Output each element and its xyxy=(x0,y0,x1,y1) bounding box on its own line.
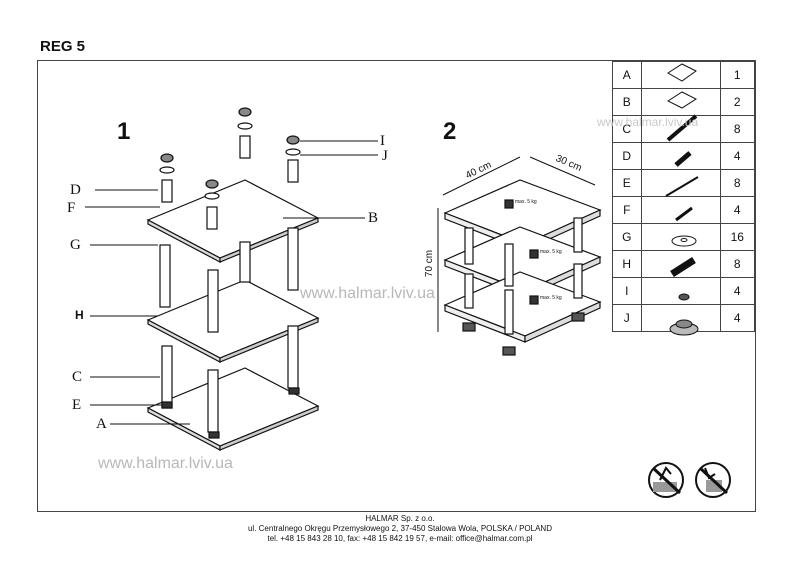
watermark-bottom: www.halmar.lviv.ua xyxy=(98,455,233,472)
callout-e: E xyxy=(72,397,82,413)
product-title: REG 5 xyxy=(40,38,86,55)
short-tube-icon xyxy=(674,151,692,167)
callout-b: B xyxy=(368,210,379,226)
tube-c-3 xyxy=(287,227,299,291)
part-quantity: 4 xyxy=(719,304,755,332)
step-1-number: 1 xyxy=(117,118,131,145)
part-quantity: 8 xyxy=(719,250,755,278)
no-tipping-icon xyxy=(695,462,731,498)
tube-d-4 xyxy=(287,159,299,183)
callout-i: I xyxy=(380,133,385,149)
part-letter: J xyxy=(612,304,642,332)
callout-d: D xyxy=(70,182,81,198)
no-climbing-icon xyxy=(648,462,684,498)
glass-shelf-icon xyxy=(640,88,721,116)
washer-icon xyxy=(671,235,697,247)
callout-f: F xyxy=(67,200,76,216)
callout-c: C xyxy=(72,369,83,385)
part-quantity: 4 xyxy=(719,196,755,224)
assembled-shelf-drawing xyxy=(443,179,602,356)
glass-shelf-small-icon xyxy=(667,63,697,82)
tube-c-2 xyxy=(207,269,219,333)
tube-c-1 xyxy=(159,244,171,308)
tube-c-7 xyxy=(287,325,299,389)
part-letter: G xyxy=(612,223,642,251)
footer-company: HALMAR Sp. z o.o. xyxy=(365,514,435,523)
tube-d-1 xyxy=(161,179,173,203)
part-letter: A xyxy=(612,61,642,89)
footer-contact: tel. +48 15 843 28 10, fax: +48 15 842 1… xyxy=(267,534,533,543)
load-label-bottom: max. 5 kg xyxy=(540,295,562,301)
step-2-number: 2 xyxy=(443,118,457,145)
rod-icon xyxy=(665,176,699,197)
watermark-table: www.halmar.lviv.ua xyxy=(597,115,699,129)
instruction-frame xyxy=(37,60,756,512)
short-rod-icon xyxy=(675,206,693,222)
tube-c-6 xyxy=(207,369,219,433)
shelf-bottom-a-drawing xyxy=(146,367,320,451)
load-label-middle: max. 5 kg xyxy=(540,249,562,255)
footer-address: ul. Centralnego Okręgu Przemysłowego 2, … xyxy=(247,524,552,533)
footer: HALMAR Sp. z o.o. ul. Centralnego Okręgu… xyxy=(0,514,800,544)
tube-c-4 xyxy=(239,241,251,283)
callout-g: G xyxy=(70,237,81,253)
tube-d-2 xyxy=(206,206,218,230)
watermark-center: www.halmar.lviv.ua xyxy=(300,285,435,302)
callout-h: H xyxy=(75,308,84,322)
cap-nut-icon xyxy=(678,293,690,301)
part-letter: C xyxy=(612,115,642,143)
callout-a: A xyxy=(96,416,107,432)
height-dimension: 70 cm xyxy=(424,249,436,278)
callout-j: J xyxy=(382,148,388,164)
load-label-top: max. 5 kg xyxy=(515,199,537,205)
tube-d-3 xyxy=(239,135,251,159)
connector-icon xyxy=(670,257,696,277)
connector-icon xyxy=(640,250,721,278)
part-quantity: 8 xyxy=(719,169,755,197)
glass-shelf-icon xyxy=(666,91,698,109)
tube-c-5 xyxy=(161,345,173,409)
long-tube-icon xyxy=(666,114,698,142)
